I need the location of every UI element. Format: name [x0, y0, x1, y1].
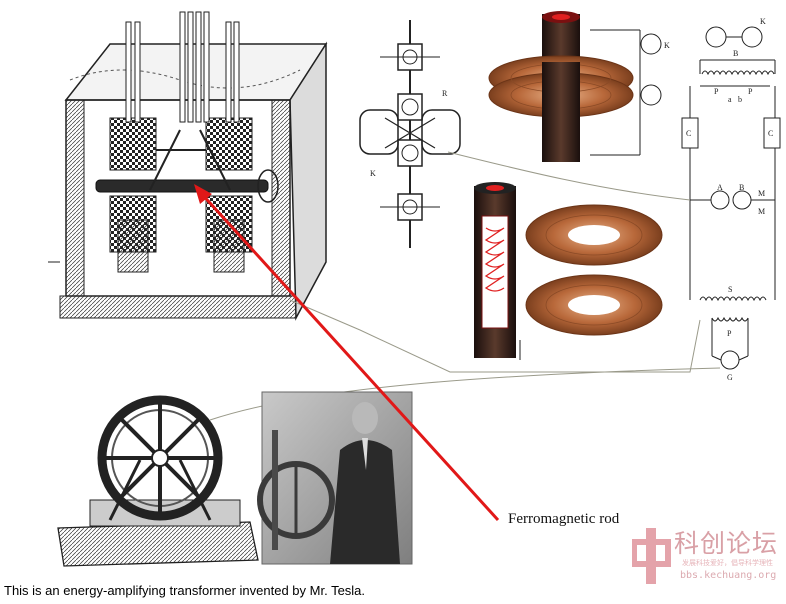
label-k-coil: K [664, 41, 670, 50]
label-a-mid: A [717, 183, 723, 192]
valve-label-k: K [370, 169, 376, 178]
rod-with-inner-coil [474, 182, 521, 360]
forum-watermark: 科创论坛 发展科技爱好，倡导科学理性 bbs.kechuang.org [632, 522, 782, 588]
label-b-mid: B [739, 183, 744, 192]
watermark-subtitle: 发展科技爱好，倡导科学理性 [682, 559, 773, 567]
spiral-copper-rings [525, 204, 663, 336]
ferromagnetic-rod-label: Ferromagnetic rod [508, 511, 620, 527]
label-s: S [728, 285, 732, 294]
label-c-left: C [686, 129, 691, 138]
historic-photograph [257, 391, 413, 565]
label-b-small: b [738, 95, 742, 104]
wheel-machine-engraving [57, 395, 259, 567]
label-b-top: B [733, 49, 738, 58]
image-caption: This is an energy-amplifying transformer… [4, 583, 366, 598]
label-c-right: C [768, 129, 773, 138]
copper-coil-with-core: K [488, 11, 670, 162]
label-m-top: M [758, 189, 765, 198]
circuit-schematic [681, 26, 781, 370]
circuit-labels: K B P P a b C C A B M M S P G [686, 17, 773, 382]
label-k-top: K [760, 17, 766, 26]
valve-diagram: K R [359, 20, 461, 248]
label-a-small: a [728, 95, 732, 104]
connector-lines [209, 151, 721, 421]
label-p-left: P [714, 87, 719, 96]
watermark-title: 科创论坛 [674, 529, 779, 558]
label-p-bottom: P [727, 329, 732, 338]
watermark-url: bbs.kechuang.org [680, 570, 777, 581]
label-m-bottom: M [758, 207, 765, 216]
label-g: G [727, 373, 733, 382]
ferromagnetic-rod-pointer [194, 184, 500, 522]
forum-logo-icon [632, 528, 671, 584]
valve-label-r: R [442, 89, 448, 98]
transformer-box-engraving [48, 11, 328, 321]
label-p-right: P [748, 87, 753, 96]
